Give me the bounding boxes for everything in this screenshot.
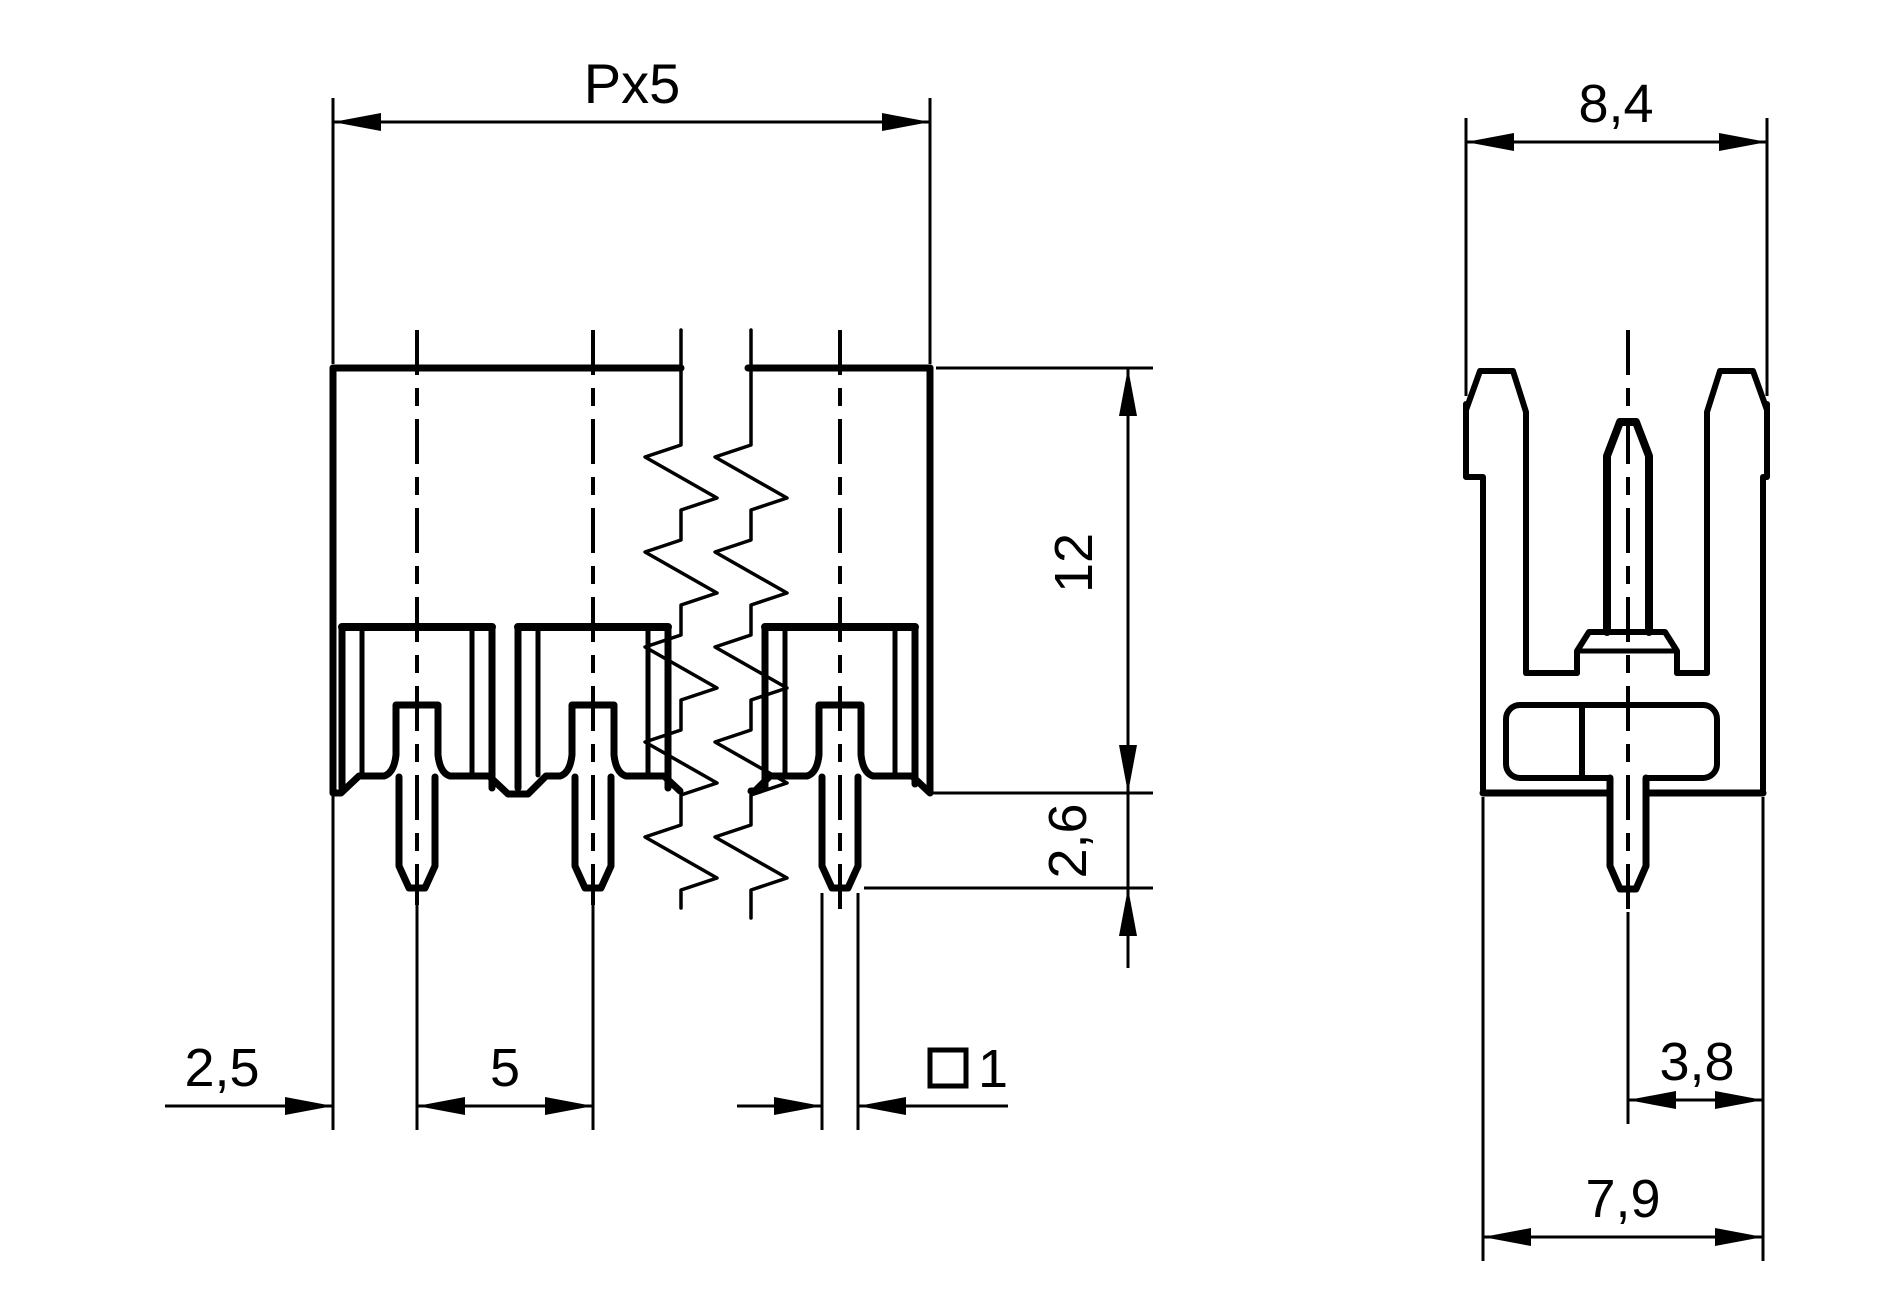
dim-label-pin-protrusion: 2,6 [1038, 803, 1098, 878]
height-extension-lines [933, 366, 1153, 795]
pin-size-arrow-left [774, 1097, 822, 1115]
pocket-outer-walls [338, 623, 919, 792]
pin-edge-arrow-right [1715, 1091, 1763, 1109]
base-arrow-right [1715, 1228, 1763, 1246]
depth-arrow-left [1466, 133, 1514, 151]
pin3-solder-tail [818, 773, 862, 892]
dim-label-pin-square: 1 [978, 1039, 1008, 1099]
pin2-solder-tail [571, 773, 615, 892]
dim-label-body-depth: 8,4 [1578, 74, 1653, 134]
pin1-solder-tail [395, 773, 439, 892]
px5-arrow-left [333, 113, 381, 131]
break-line-left [643, 328, 719, 910]
side-mating-pin [1603, 418, 1653, 636]
base-extension-lines [1481, 797, 1765, 1261]
pocket-inner-walls [359, 626, 898, 778]
dim-label-housing-height: 12 [1044, 533, 1104, 593]
depth-arrow-right [1719, 133, 1767, 151]
height-arrow-top [1119, 368, 1137, 416]
front-housing-outline-left [329, 364, 684, 798]
pin-edge-arrow-left [1628, 1091, 1676, 1109]
pin-collar [1574, 629, 1680, 676]
side-left-latch [1463, 368, 1529, 676]
base-arrow-left [1483, 1228, 1531, 1246]
protrusion-arrow-up [1119, 888, 1137, 936]
side-solder-tail [1606, 774, 1650, 893]
side-right-latch [1704, 368, 1770, 676]
depth-extension-lines [1464, 118, 1769, 396]
dim-label-pin-to-edge: 3,8 [1659, 1032, 1734, 1092]
front-view [329, 328, 934, 920]
bottom-extension-lines [331, 796, 860, 1130]
px5-arrow-right [882, 113, 930, 131]
base-recess [1503, 702, 1720, 781]
dim-label-base-depth: 7,9 [1585, 1169, 1660, 1229]
front-dimensions: Px5 12 2,6 2,5 5 1 [165, 52, 1153, 1130]
pitch-arrow-right [545, 1097, 593, 1115]
break-line-right [713, 328, 789, 920]
side-view [1463, 330, 1770, 912]
side-left-outer-wall [1463, 401, 1486, 793]
pitch-arrow-left [417, 1097, 465, 1115]
front-housing-outline-right [747, 364, 934, 797]
pin-size-arrow-right [858, 1097, 906, 1115]
edge-pin-arrow [285, 1097, 333, 1115]
dim-label-pitch-total: Px5 [584, 52, 681, 115]
height-arrow-bottom [1119, 745, 1137, 793]
side-dimensions: 8,4 3,8 7,9 [1464, 74, 1769, 1261]
square-section-symbol-icon [927, 1047, 969, 1089]
px5-extension-lines [331, 98, 932, 364]
side-right-outer-wall [1760, 401, 1770, 793]
dim-label-edge-to-first-pin: 2,5 [184, 1038, 259, 1098]
dim-label-pin-pitch: 5 [490, 1038, 520, 1098]
